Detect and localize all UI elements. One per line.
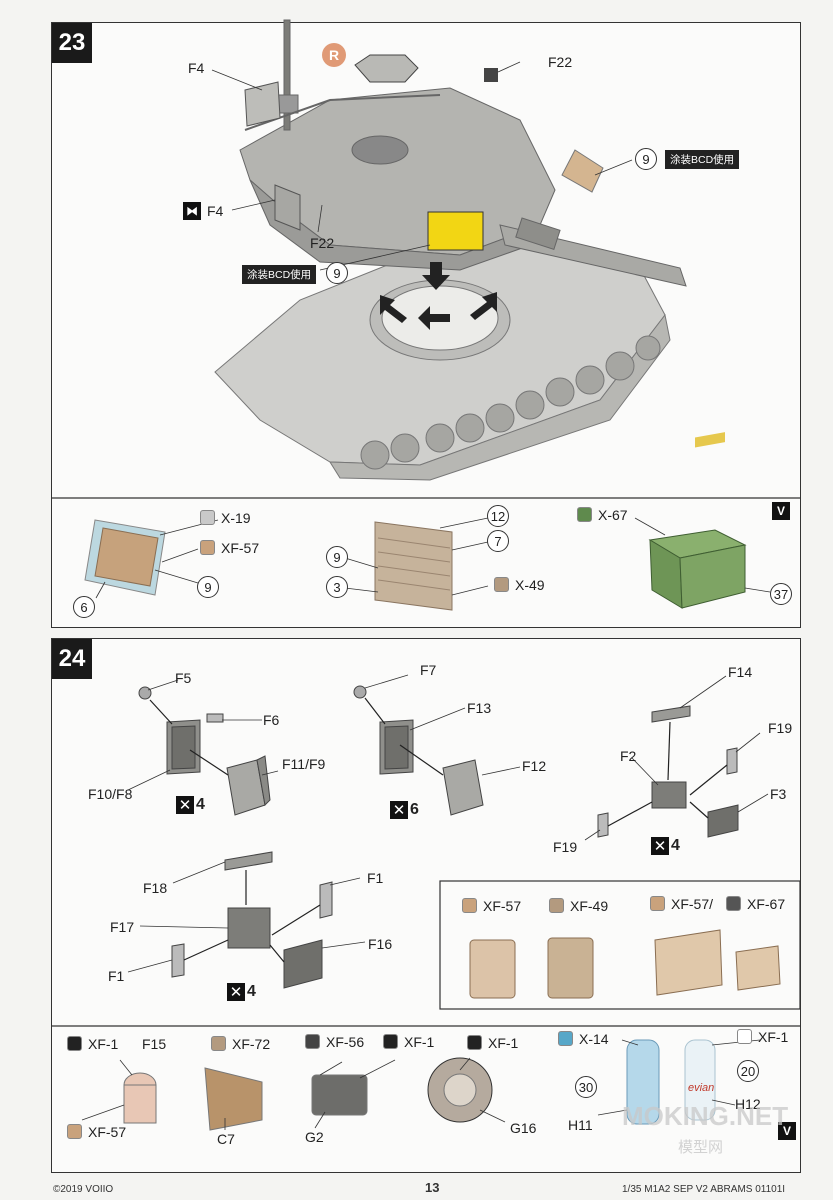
- circle-20: 20: [737, 1060, 759, 1082]
- inset-paint-xf67: XF-67: [726, 896, 785, 912]
- multiplier-can1: ✕4: [176, 796, 205, 814]
- label-f11-f9: F11/F9: [282, 756, 326, 772]
- tag-bcd-left: 涂装BCD使用: [242, 265, 317, 284]
- label-f5: F5: [175, 670, 192, 686]
- circle-7: 7: [487, 530, 509, 552]
- label-g16: G16: [510, 1120, 537, 1136]
- inset-paint-xf57-slash: XF-57/: [650, 896, 713, 912]
- multiplier-can2: ✕6: [390, 801, 419, 819]
- jerrycan-2: [353, 685, 484, 816]
- label-f15: F15: [142, 1036, 167, 1052]
- multiply-icon: ✕: [176, 796, 194, 814]
- label-f13: F13: [467, 700, 492, 716]
- tank-hull: [214, 231, 671, 481]
- inset-paint-xf49: XF-49: [549, 898, 608, 914]
- swatch-x19: [200, 510, 215, 525]
- inset-paint-xf57: XF-57: [462, 898, 521, 914]
- tank-turret: [239, 19, 687, 287]
- bottle-brand: evian: [688, 1082, 715, 1094]
- label-f22-top: F22: [548, 54, 573, 70]
- bottom-parts: [123, 1039, 716, 1131]
- part-f4-panel: [244, 81, 281, 127]
- step-24-number: 24: [52, 639, 92, 679]
- bottom-paint-xf1-clear: XF-1: [737, 1029, 788, 1045]
- label-f17: F17: [110, 919, 135, 935]
- bottom-paint-x14: X-14: [558, 1031, 609, 1047]
- bottom-paint-xf57: XF-57: [67, 1124, 126, 1140]
- paint-marker-r: R: [322, 43, 346, 67]
- circle-30: 30: [575, 1076, 597, 1098]
- paint-x19: X-19: [200, 510, 251, 526]
- circle-9-plate: 9: [197, 576, 219, 598]
- label-f16: F16: [368, 936, 393, 952]
- circle-12: 12: [487, 505, 509, 527]
- label-h12: H12: [735, 1096, 761, 1112]
- label-f7: F7: [420, 662, 437, 678]
- box-assembly: [171, 851, 333, 989]
- jerrycan-1: [138, 686, 271, 816]
- v-badge-24: V: [778, 1122, 796, 1140]
- part-plate-g: [561, 149, 604, 193]
- swatch-x67: [577, 507, 592, 522]
- bottom-paint-xf56: XF-56: [305, 1034, 364, 1050]
- part-f22-box: [484, 68, 498, 82]
- detail-rack: [374, 521, 453, 611]
- multiply-icon: ✕: [651, 837, 669, 855]
- label-h11: H11: [568, 1117, 593, 1133]
- swatch-xf57: [200, 540, 215, 555]
- label-f14: F14: [728, 664, 753, 680]
- watermark-sub: 模型网: [678, 1139, 724, 1156]
- label-f19-left: F19: [553, 839, 578, 855]
- label-f18: F18: [143, 880, 168, 896]
- bottom-paint-xf1-c: XF-1: [467, 1035, 518, 1051]
- circle-g-right: 9: [635, 148, 657, 170]
- label-f3: F3: [770, 786, 787, 802]
- circle-6: 6: [73, 596, 95, 618]
- paint-xf57: XF-57: [200, 540, 259, 556]
- v-badge-23: V: [772, 502, 790, 520]
- label-f2: F2: [620, 748, 637, 764]
- swatch-x49: [494, 577, 509, 592]
- step-23-number: 23: [52, 23, 92, 63]
- circle-3: 3: [326, 576, 348, 598]
- multiplier-box: ✕4: [227, 983, 256, 1001]
- watermark-main: MOKING.NET: [622, 1101, 789, 1131]
- bottom-paint-xf1-b: XF-1: [383, 1034, 434, 1050]
- multiplier-rack: ✕4: [651, 837, 680, 855]
- footer-page-number: 13: [425, 1180, 440, 1195]
- tag-bcd-right: 涂装BCD使用: [665, 150, 740, 169]
- circle-9-rack: 9: [326, 546, 348, 568]
- part-hatch: [354, 54, 419, 83]
- bottom-paint-xf72: XF-72: [211, 1036, 270, 1052]
- paint-x67: X-67: [577, 507, 628, 523]
- flip-icon: ⧓: [183, 202, 201, 220]
- bottom-paint-xf1-a: XF-1: [67, 1036, 118, 1052]
- footer-copyright: ©2019 VOIIO: [53, 1184, 114, 1195]
- label-f4-top: F4: [188, 60, 205, 76]
- inset-items: [469, 929, 781, 999]
- circle-g-left: 9: [326, 262, 348, 284]
- label-g2: G2: [305, 1129, 324, 1145]
- footer-model-title: 1/35 M1A2 SEP V2 ABRAMS 01101I: [622, 1184, 786, 1195]
- multiply-icon: ✕: [227, 983, 245, 1001]
- part-f4-side: [274, 184, 301, 231]
- label-f1-top: F1: [367, 870, 384, 886]
- multiply-icon: ✕: [390, 801, 408, 819]
- label-f19-right: F19: [768, 720, 793, 736]
- label-f1-bottom: F1: [108, 968, 125, 984]
- paint-x49: X-49: [494, 577, 545, 593]
- label-f4-side: F4: [207, 203, 224, 219]
- label-f6: F6: [263, 712, 280, 728]
- rack-assembly: [597, 705, 739, 838]
- circle-37: 37: [770, 583, 792, 605]
- label-c7: C7: [217, 1131, 235, 1147]
- detail-ammo-box: [648, 432, 747, 609]
- label-f12: F12: [522, 758, 547, 774]
- assembly-arrows: [380, 262, 497, 330]
- label-f10-f8: F10/F8: [88, 786, 133, 802]
- label-f22-bottom: F22: [310, 235, 335, 251]
